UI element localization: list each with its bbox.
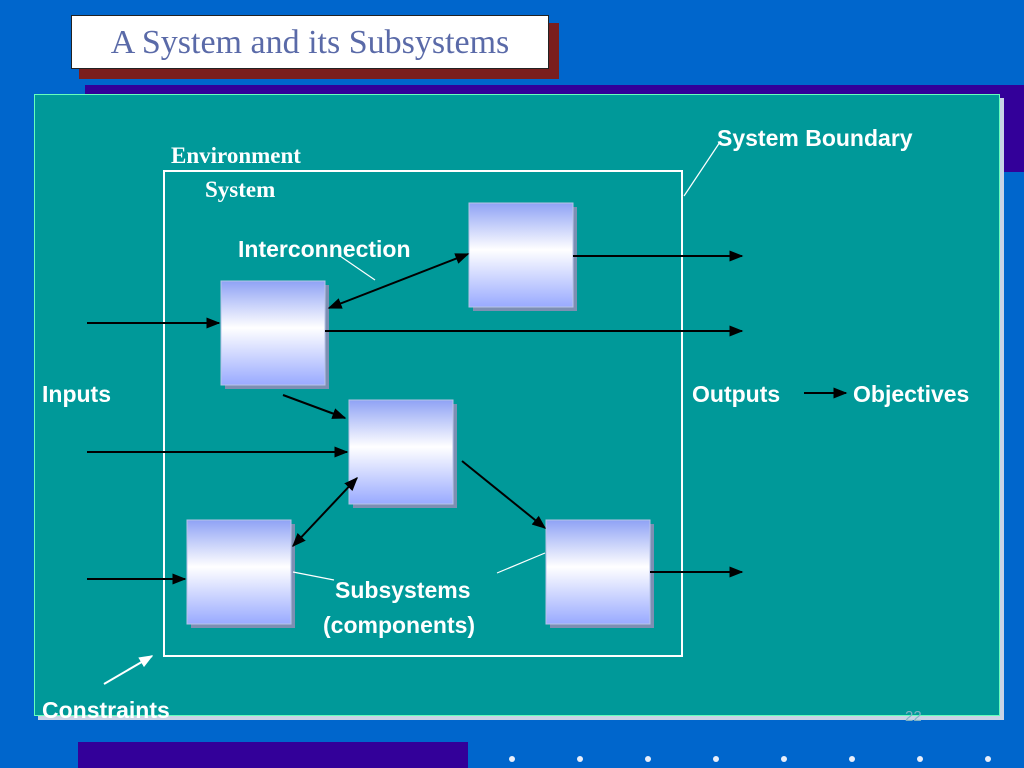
subsystems-label: Subsystems bbox=[335, 577, 471, 603]
subsystem-box-top-right bbox=[468, 202, 577, 311]
subsystem-box-lower-left bbox=[186, 519, 295, 628]
subsystem-box-lower-right bbox=[545, 519, 654, 628]
objectives-label: Objectives bbox=[853, 381, 970, 407]
interconnection-label: Interconnection bbox=[238, 236, 411, 262]
bottom-band bbox=[78, 742, 468, 768]
slide-title: A System and its Subsystems bbox=[110, 24, 510, 61]
constraints-arrow bbox=[103, 655, 154, 685]
outputs-label: Outputs bbox=[692, 381, 781, 407]
footer-dot bbox=[781, 756, 787, 762]
footer-dot bbox=[849, 756, 855, 762]
interconnection-arrow-center-lowerleft bbox=[292, 476, 358, 548]
components-label: (components) bbox=[323, 612, 476, 638]
system-boundary-leader bbox=[683, 141, 721, 197]
interconnection-arrow-to-center bbox=[282, 394, 347, 419]
interconnection-arrow-to-lowerright bbox=[461, 460, 547, 529]
subsystem-box-center bbox=[348, 399, 457, 508]
footer-dot bbox=[917, 756, 923, 762]
footer-dot bbox=[713, 756, 719, 762]
footer-dot bbox=[509, 756, 515, 762]
inputs-label: Inputs bbox=[42, 381, 111, 407]
subsystems-leader-right bbox=[496, 552, 546, 574]
footer-dot bbox=[645, 756, 651, 762]
subsystems-leader-left bbox=[292, 571, 335, 581]
footer-dot bbox=[577, 756, 583, 762]
page-number: 22 bbox=[905, 708, 922, 725]
system-boundary-rect bbox=[163, 170, 683, 657]
interconnection-arrow-bidirectional bbox=[327, 253, 470, 309]
title-box bbox=[71, 15, 549, 69]
constraints-label: Constraints bbox=[42, 697, 170, 723]
subsystem-box-upper-left bbox=[220, 280, 329, 389]
system-label: System bbox=[205, 177, 276, 202]
interconnection-leader bbox=[339, 255, 376, 281]
environment-label: Environment bbox=[171, 143, 301, 168]
system-boundary-label: System Boundary bbox=[717, 125, 913, 151]
footer-dot bbox=[985, 756, 991, 762]
